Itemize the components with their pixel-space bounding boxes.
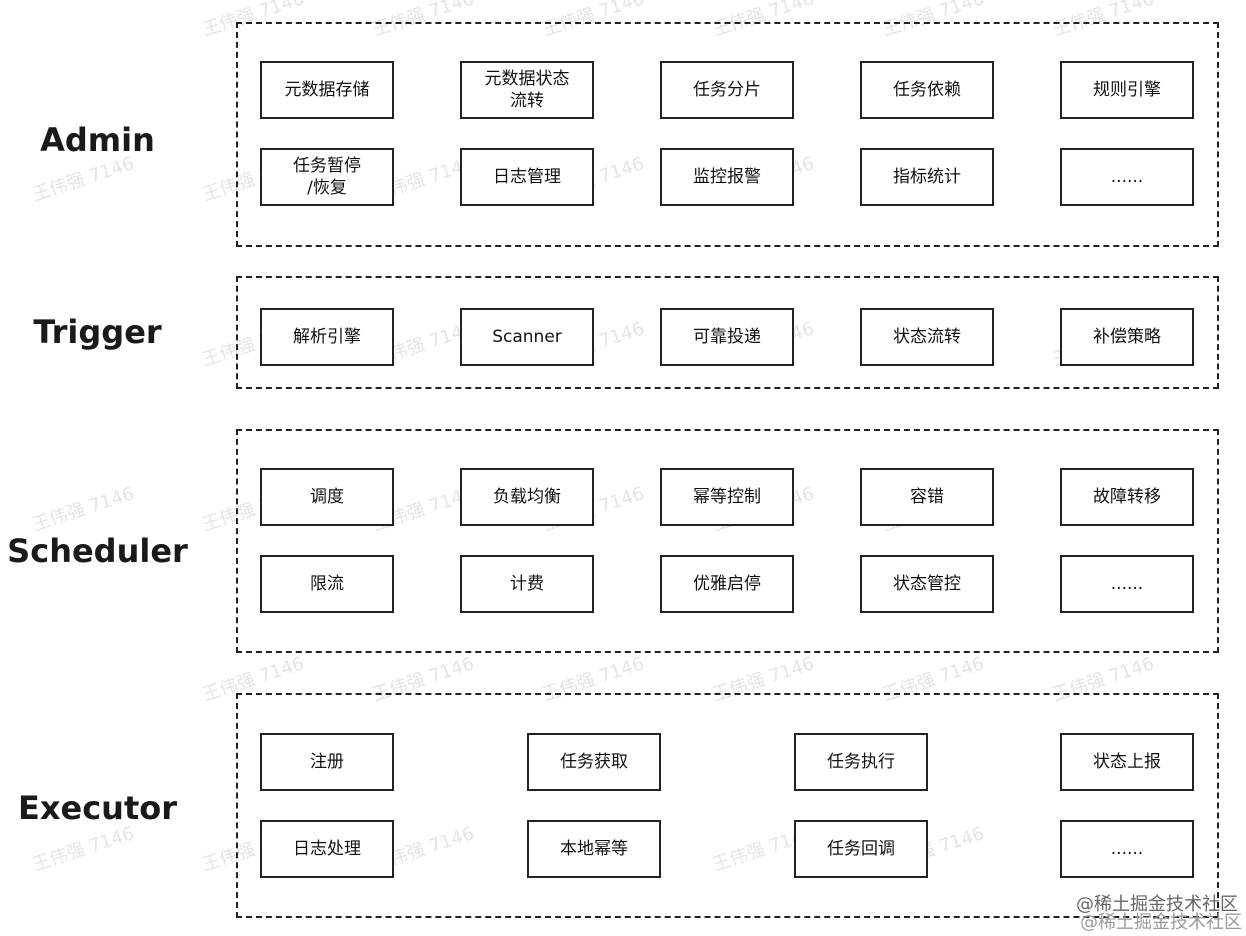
executor-item: 任务回调 (794, 820, 928, 878)
layer-label-scheduler: Scheduler (7, 532, 188, 570)
admin-item: 指标统计 (860, 148, 994, 206)
admin-item: 任务分片 (660, 61, 794, 119)
scheduler-item: 调度 (260, 468, 394, 526)
layer-label-trigger: Trigger (33, 313, 162, 351)
executor-item: 状态上报 (1060, 733, 1194, 791)
scheduler-item: 计费 (460, 555, 594, 613)
admin-item: 任务暂停 /恢复 (260, 148, 394, 206)
admin-item: 监控报警 (660, 148, 794, 206)
admin-item: 日志管理 (460, 148, 594, 206)
trigger-item: 解析引擎 (260, 308, 394, 366)
trigger-item: Scanner (460, 308, 594, 366)
scheduler-item: 幂等控制 (660, 468, 794, 526)
layer-label-executor: Executor (17, 789, 177, 827)
scheduler-item: 负载均衡 (460, 468, 594, 526)
scheduler-item: 故障转移 (1060, 468, 1194, 526)
trigger-item: 状态流转 (860, 308, 994, 366)
admin-item: 元数据状态 流转 (460, 61, 594, 119)
executor-item: 日志处理 (260, 820, 394, 878)
executor-item: 本地幂等 (527, 820, 661, 878)
scheduler-item: 限流 (260, 555, 394, 613)
executor-item: 任务获取 (527, 733, 661, 791)
scheduler-item-ellipsis: ...... (1060, 555, 1194, 613)
admin-item: 规则引擎 (1060, 61, 1194, 119)
site-credit-shadow: @稀土掘金技术社区 (1080, 912, 1242, 933)
layer-box-admin (236, 22, 1219, 247)
scheduler-item: 状态管控 (860, 555, 994, 613)
layer-box-scheduler (236, 429, 1219, 653)
trigger-item: 补偿策略 (1060, 308, 1194, 366)
admin-item: 任务依赖 (860, 61, 994, 119)
executor-item: 注册 (260, 733, 394, 791)
layer-label-admin: Admin (40, 121, 155, 159)
scheduler-item: 容错 (860, 468, 994, 526)
scheduler-item: 优雅启停 (660, 555, 794, 613)
layer-box-trigger (236, 276, 1219, 389)
executor-item-ellipsis: ...... (1060, 820, 1194, 878)
admin-item-ellipsis: ...... (1060, 148, 1194, 206)
watermark-text: 王伟强 7146 (29, 483, 137, 536)
executor-item: 任务执行 (794, 733, 928, 791)
site-credit: @稀土掘金技术社区 (1076, 894, 1238, 915)
trigger-item: 可靠投递 (660, 308, 794, 366)
admin-item: 元数据存储 (260, 61, 394, 119)
layer-box-executor (236, 693, 1219, 918)
